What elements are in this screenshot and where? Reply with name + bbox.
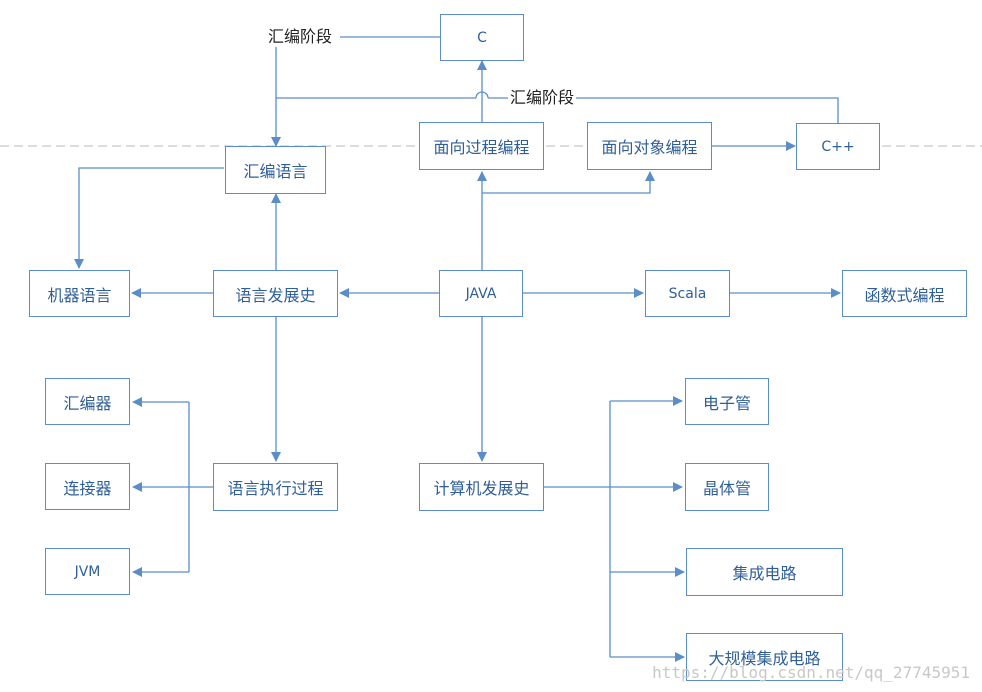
node-functional-programming: 函数式编程 bbox=[842, 270, 967, 317]
node-language-history: 语言发展史 bbox=[213, 270, 338, 317]
node-jvm: JVM bbox=[45, 548, 130, 595]
node-computer-history: 计算机发展史 bbox=[419, 463, 544, 511]
assembly-stage-label-top: 汇编阶段 bbox=[266, 27, 335, 47]
node-machine-language: 机器语言 bbox=[29, 270, 130, 317]
node-lsi-circuit: 大规模集成电路 bbox=[686, 633, 843, 681]
assembly-stage-label-mid: 汇编阶段 bbox=[508, 88, 577, 108]
connector-cpp-to-mid-line bbox=[488, 97, 839, 123]
node-cpp: C++ bbox=[796, 123, 880, 170]
node-integrated-circuit: 集成电路 bbox=[686, 548, 843, 596]
node-execution-process: 语言执行过程 bbox=[213, 463, 338, 511]
node-vacuum-tube: 电子管 bbox=[685, 378, 769, 425]
node-assembly-language: 汇编语言 bbox=[225, 146, 326, 194]
node-linker: 连接器 bbox=[45, 463, 130, 510]
node-assembler: 汇编器 bbox=[45, 378, 130, 425]
node-c: C bbox=[440, 14, 524, 61]
node-object-oriented-programming: 面向对象编程 bbox=[587, 122, 712, 170]
node-java: JAVA bbox=[439, 270, 523, 317]
watermark: https://blog.csdn.net/qq_27745951 bbox=[652, 663, 970, 682]
connector-assembly-to-machine bbox=[74, 167, 224, 269]
node-transistor: 晶体管 bbox=[685, 463, 769, 511]
node-procedural-programming: 面向过程编程 bbox=[419, 122, 544, 170]
connector-java-to-oo bbox=[482, 171, 655, 194]
node-scala: Scala bbox=[645, 270, 730, 317]
